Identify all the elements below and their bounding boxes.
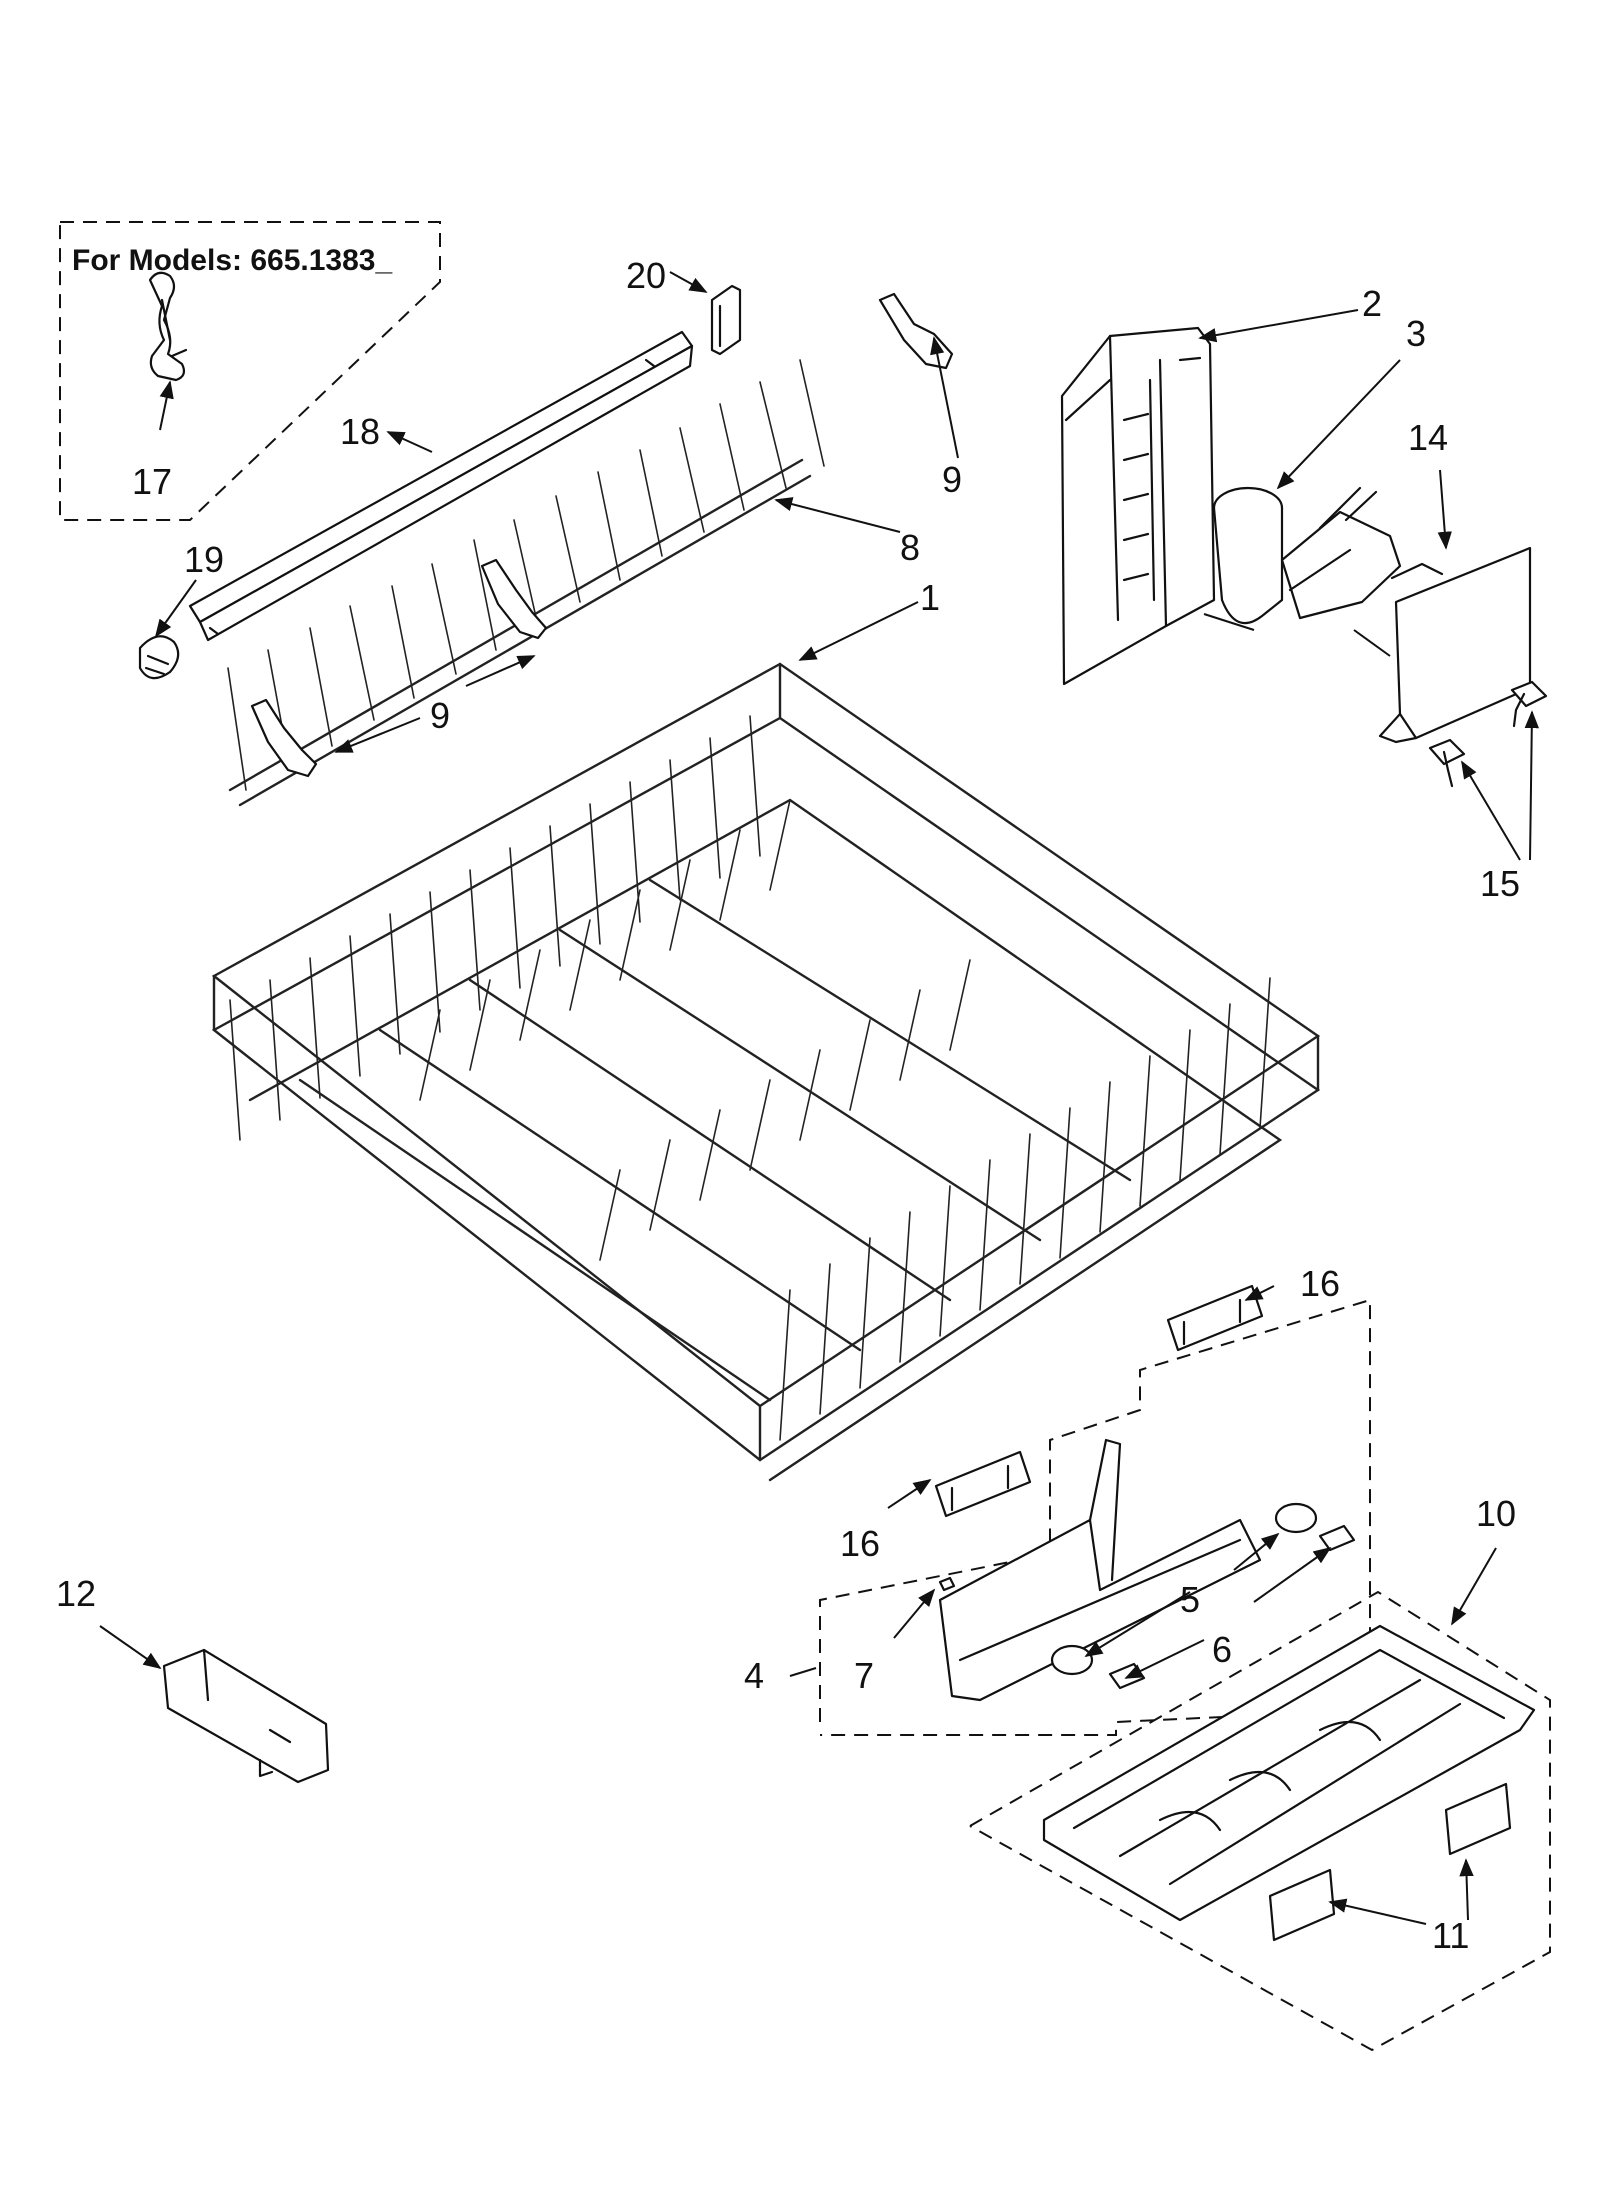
part-17-clip: [148, 271, 188, 382]
callout-10: 10: [1476, 1493, 1516, 1534]
callout-17: 17: [132, 461, 172, 502]
callout-1: 1: [920, 577, 940, 618]
callout-12: 12: [56, 1573, 96, 1614]
callout-3: 3: [1406, 313, 1426, 354]
callout-labels: 20 2 3 14 18 9 8 1 9 19 17 15 16 16 10 5…: [56, 255, 1520, 1956]
part-10-tray: [969, 1590, 1551, 2052]
part-1-rack: [211, 662, 1321, 1482]
part-2-housing: [1060, 326, 1216, 686]
callout-20: 20: [626, 255, 666, 296]
part-11-clips: [1268, 1782, 1512, 1942]
callout-6: 6: [1212, 1629, 1232, 1670]
callout-14: 14: [1408, 417, 1448, 458]
callout-9-top: 9: [942, 459, 962, 500]
part-18-rail: [188, 330, 694, 642]
callout-18: 18: [340, 411, 380, 452]
part-5-wheels: [1050, 1502, 1318, 1676]
callout-4: 4: [744, 1655, 764, 1696]
callout-8: 8: [900, 527, 920, 568]
leader-lines: [99, 271, 1539, 1925]
callout-9-bottom: 9: [430, 695, 450, 736]
part-14-cover: [1378, 546, 1532, 744]
part-12-bracket: [162, 1648, 330, 1784]
callout-7: 7: [854, 1655, 874, 1696]
part-4-frame: [819, 1298, 1371, 1736]
part-3-manifold: [1212, 486, 1402, 625]
part-7-pin: [938, 1576, 956, 1592]
models-inset: For Models: 665.1383_: [59, 221, 441, 521]
part-16-clips: [934, 1284, 1264, 1518]
part-15-screws: [1428, 680, 1548, 788]
part-20-clip: [710, 284, 742, 356]
callout-16-top: 16: [1300, 1263, 1340, 1304]
callout-16-left: 16: [840, 1523, 880, 1564]
callout-15: 15: [1480, 863, 1520, 904]
callout-11: 11: [1432, 1915, 1469, 1956]
part-19-knob: [138, 635, 180, 680]
models-note: For Models: 665.1383_: [72, 244, 392, 277]
callout-5: 5: [1180, 1579, 1200, 1620]
callout-2: 2: [1362, 283, 1382, 324]
callout-19: 19: [184, 539, 224, 580]
